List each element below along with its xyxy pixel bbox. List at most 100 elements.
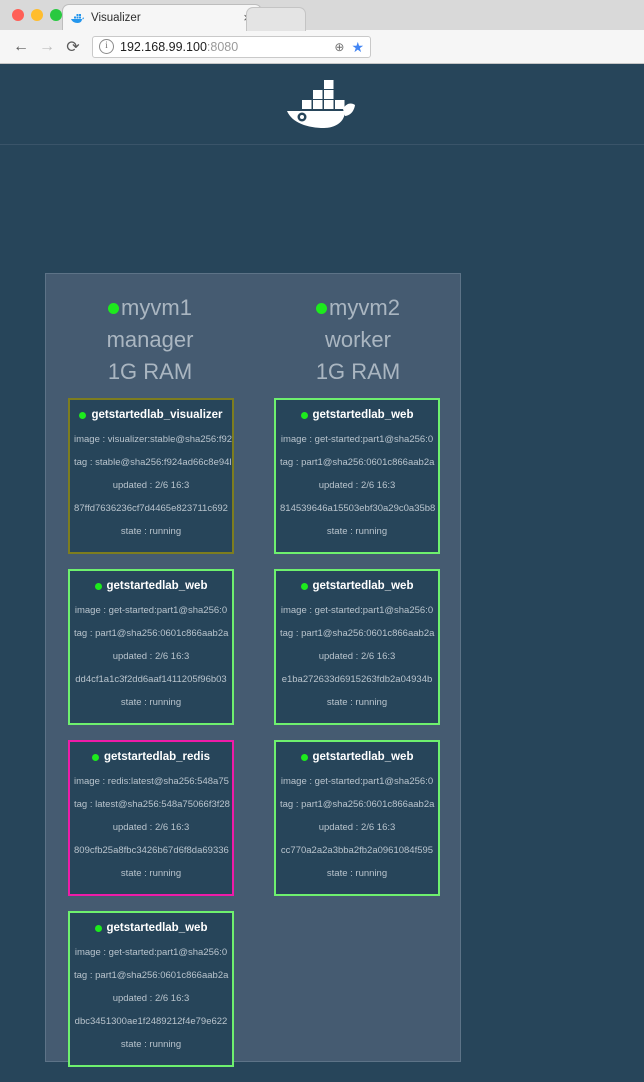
node-name-row: myvm1: [46, 292, 254, 324]
container-updated: updated : 2/6 16:3: [112, 651, 190, 662]
container-status-dot-icon: [300, 411, 308, 419]
container-state: state : running: [326, 526, 388, 537]
node-role: worker: [324, 327, 391, 352]
container-title: getstartedlab_web: [276, 580, 438, 592]
container-tag: tag : latest@sha256:548a75066f3f28: [74, 799, 230, 810]
toolbar-spacer: [371, 30, 636, 63]
container-name: getstartedlab_visualizer: [91, 409, 223, 421]
container-image: image : get-started:part1@sha256:0: [74, 947, 228, 958]
container-updated: updated : 2/6 16:3: [318, 651, 396, 662]
browser-toolbar: ← → ⟳ i 192.168.99.100:8080 ⊕ ★: [0, 30, 644, 64]
container-name: getstartedlab_redis: [103, 751, 211, 763]
node-status-dot-icon: [316, 302, 328, 314]
node-column-myvm1: myvm1 manager 1G RAM getstartedlab_visua…: [46, 292, 254, 1082]
container-state: state : running: [326, 697, 388, 708]
container-status-dot-icon: [300, 753, 308, 761]
back-button[interactable]: ←: [13, 37, 29, 55]
container-tag: tag : part1@sha256:0601c866aab2a: [280, 628, 435, 639]
node-column-myvm2: myvm2 worker 1G RAM getstartedlab_web im…: [254, 292, 462, 1082]
url-port: :8080: [206, 39, 239, 54]
forward-button[interactable]: →: [39, 37, 55, 55]
container-title: getstartedlab_web: [70, 580, 232, 592]
visualizer-page: myvm1 manager 1G RAM getstartedlab_visua…: [0, 64, 644, 1067]
node-role: manager: [106, 327, 194, 352]
node-header-myvm2: myvm2 worker 1G RAM: [254, 292, 462, 388]
container-state: state : running: [120, 868, 182, 879]
container-title: getstartedlab_visualizer: [70, 409, 232, 421]
node-hostname: myvm1: [121, 295, 192, 320]
container-image: image : redis:latest@sha256:548a75: [74, 776, 229, 787]
container-image: image : get-started:part1@sha256:0: [280, 776, 434, 787]
container-hash: 87ffd7636236cf7d4465e823711c692: [74, 503, 228, 514]
container-state: state : running: [326, 868, 388, 879]
browser-tabstrip: Visualizer ×: [0, 0, 644, 31]
reload-button[interactable]: ⟳: [66, 38, 80, 56]
bookmark-star-icon[interactable]: ★: [351, 38, 364, 55]
omnibox-actions: ⊕ ★: [334, 40, 364, 54]
container-hash: cc770a2a2a3bba2fb2a0961084f595: [280, 845, 434, 856]
node-name-row: myvm2: [254, 292, 462, 324]
container-image: image : get-started:part1@sha256:0: [280, 605, 434, 616]
header-divider: [0, 144, 644, 145]
container-card[interactable]: getstartedlab_web image : get-started:pa…: [274, 569, 440, 725]
container-hash: dbc3451300ae1f2489212f4e79e622: [74, 1016, 228, 1027]
container-name: getstartedlab_web: [106, 580, 208, 592]
container-card[interactable]: getstartedlab_web image : get-started:pa…: [68, 569, 234, 725]
container-tag: tag : part1@sha256:0601c866aab2a: [74, 970, 229, 981]
container-state: state : running: [120, 526, 182, 537]
node-header-myvm1: myvm1 manager 1G RAM: [46, 292, 254, 388]
container-tag: tag : part1@sha256:0601c866aab2a: [74, 628, 229, 639]
container-list-myvm2: getstartedlab_web image : get-started:pa…: [254, 388, 462, 896]
docker-whale-logo-icon: [283, 76, 361, 132]
node-hostname: myvm2: [329, 295, 400, 320]
container-card[interactable]: getstartedlab_web image : get-started:pa…: [274, 398, 440, 554]
container-status-dot-icon: [300, 582, 308, 590]
browser-tab[interactable]: Visualizer ×: [62, 4, 262, 30]
minimize-window-button[interactable]: [31, 9, 43, 21]
container-hash: dd4cf1a1c3f2dd6aaf1411205f96b03: [75, 674, 227, 685]
container-updated: updated : 2/6 16:3: [112, 480, 190, 491]
node-status-dot-icon: [108, 302, 120, 314]
container-name: getstartedlab_web: [312, 580, 414, 592]
container-title: getstartedlab_redis: [70, 751, 232, 763]
container-state: state : running: [120, 1039, 182, 1050]
container-title: getstartedlab_web: [70, 922, 232, 934]
container-status-dot-icon: [94, 582, 102, 590]
container-hash: 809cfb25a8fbc3426b67d6f8da69336: [74, 845, 229, 856]
node-columns: myvm1 manager 1G RAM getstartedlab_visua…: [46, 292, 460, 1082]
container-tag: tag : part1@sha256:0601c866aab2a: [280, 457, 435, 468]
window-controls: [12, 9, 62, 21]
container-hash: e1ba272633d6915263fdb2a04934b: [281, 674, 433, 685]
close-window-button[interactable]: [12, 9, 24, 21]
container-updated: updated : 2/6 16:3: [112, 822, 190, 833]
url-host: 192.168.99.100: [120, 39, 207, 54]
node-memory: 1G RAM: [107, 359, 193, 384]
page-header: [0, 64, 644, 144]
container-hash: 814539646a15503ebf30a29c0a35b8: [280, 503, 436, 514]
container-name: getstartedlab_web: [312, 409, 414, 421]
container-name: getstartedlab_web: [312, 751, 414, 763]
node-memory: 1G RAM: [315, 359, 401, 384]
container-title: getstartedlab_web: [276, 751, 438, 763]
container-title: getstartedlab_web: [276, 409, 438, 421]
container-tag: tag : part1@sha256:0601c866aab2a: [280, 799, 435, 810]
container-list-myvm1: getstartedlab_visualizer image : visuali…: [46, 388, 254, 1067]
container-card[interactable]: getstartedlab_web image : get-started:pa…: [274, 740, 440, 896]
container-updated: updated : 2/6 16:3: [318, 480, 396, 491]
zoom-icon[interactable]: ⊕: [334, 39, 345, 54]
container-card[interactable]: getstartedlab_visualizer image : visuali…: [68, 398, 234, 554]
maximize-window-button[interactable]: [50, 9, 62, 21]
container-status-dot-icon: [91, 753, 99, 761]
container-image: image : visualizer:stable@sha256:f92: [74, 434, 232, 445]
container-image: image : get-started:part1@sha256:0: [280, 434, 434, 445]
container-updated: updated : 2/6 16:3: [318, 822, 396, 833]
container-card[interactable]: getstartedlab_redis image : redis:latest…: [68, 740, 234, 896]
container-updated: updated : 2/6 16:3: [112, 993, 190, 1004]
new-tab-button[interactable]: [246, 7, 306, 31]
container-state: state : running: [120, 697, 182, 708]
address-bar[interactable]: i 192.168.99.100:8080 ⊕ ★: [92, 35, 371, 58]
container-name: getstartedlab_web: [106, 922, 208, 934]
address-bar-url: 192.168.99.100:8080: [120, 40, 238, 54]
container-card[interactable]: getstartedlab_web image : get-started:pa…: [68, 911, 234, 1067]
site-info-icon[interactable]: i: [99, 39, 114, 54]
